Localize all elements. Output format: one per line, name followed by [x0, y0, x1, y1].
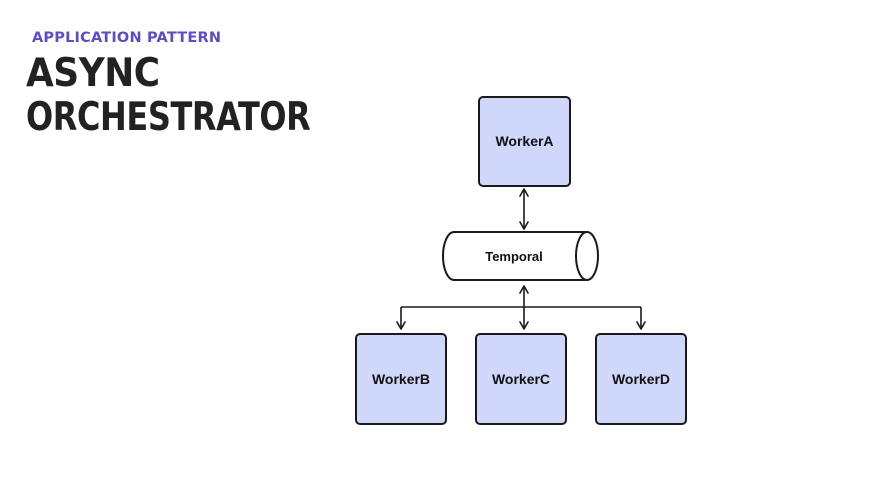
temporal-queue: Temporal	[442, 231, 599, 281]
title-line-2: ORCHESTRATOR	[26, 95, 311, 140]
worker-b-label: WorkerB	[372, 371, 430, 387]
worker-b-node: WorkerB	[355, 333, 447, 425]
worker-d-label: WorkerD	[612, 371, 670, 387]
worker-a-label: WorkerA	[495, 133, 553, 149]
worker-d-node: WorkerD	[595, 333, 687, 425]
title-line-1: ASYNC	[26, 51, 160, 96]
worker-a-node: WorkerA	[478, 96, 571, 187]
eyebrow-label: APPLICATION PATTERN	[32, 30, 222, 46]
worker-c-label: WorkerC	[492, 371, 550, 387]
page-title: ASYNC ORCHESTRATOR	[26, 52, 373, 140]
worker-c-node: WorkerC	[475, 333, 567, 425]
temporal-label: Temporal	[485, 249, 543, 264]
